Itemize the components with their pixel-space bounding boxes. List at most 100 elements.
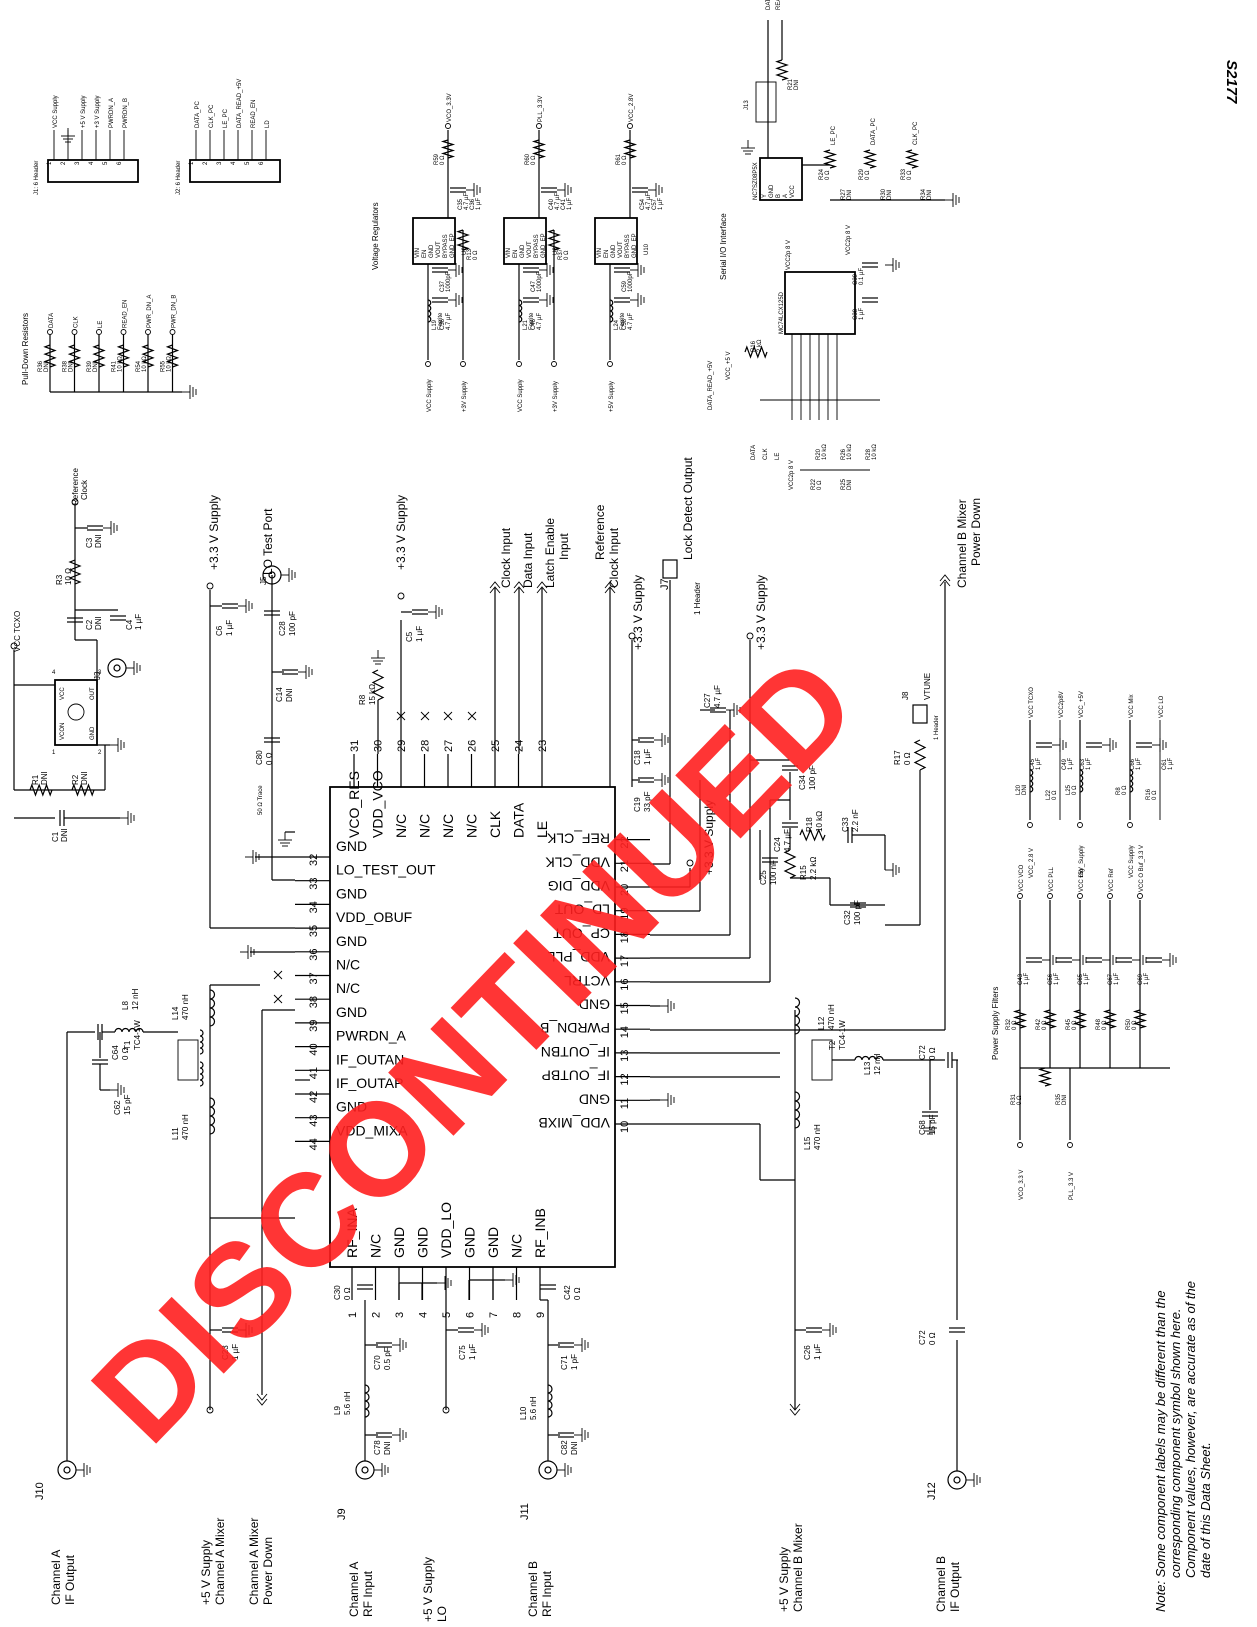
latch-enable-label-2: Input — [557, 533, 571, 560]
vtune-label: VTUNE — [923, 673, 932, 700]
filter-l2-val: 0 Ω — [1052, 790, 1058, 800]
regulator-cb-val: 1 µF — [476, 198, 482, 210]
regulator-r2-ref: R13 — [467, 248, 473, 260]
c70-ground-icon — [392, 1338, 407, 1352]
l9-inductor-icon — [364, 1384, 370, 1418]
vcc5-label: VCC_+5 V — [726, 351, 732, 380]
tcxo-oscillator — [54, 679, 98, 746]
pd-b-label-1: Channel B Mixer — [955, 499, 969, 588]
ic-pin-number: 8 — [512, 1312, 524, 1318]
header-pin-number: 1 — [47, 161, 53, 165]
regulator-ca-ref: C54 — [640, 198, 646, 210]
ic-pin-name: CLK — [487, 810, 503, 838]
regulator-pin: VIN — [506, 248, 512, 258]
regulator-pin: GND_EP — [450, 233, 456, 258]
regulator-r-val: 0 Ω — [531, 155, 537, 165]
no-connect-icon — [273, 994, 283, 1004]
c33-ref: C33 — [841, 817, 850, 832]
c23-val: 1 µF — [231, 1344, 240, 1360]
regulator-cb-val: 1 µF — [658, 198, 664, 210]
ic-pin-number: 9 — [535, 1312, 547, 1318]
l10-ref: L10 — [519, 1406, 528, 1420]
r15-resistor-icon — [783, 849, 797, 879]
l14-val: 470 nH — [181, 994, 190, 1020]
ref-clock-label-1: Reference — [593, 504, 607, 560]
ic-pin-number: 33 — [308, 877, 320, 889]
pulldown-net-label: CLK — [74, 316, 80, 328]
t1-coil-icon — [199, 1061, 204, 1087]
ic-pin-number: 44 — [308, 1138, 320, 1150]
r1-resistor-icon — [29, 783, 53, 797]
control-net-labels: Clock Input Data Input Latch Enable Inpu… — [207, 457, 983, 875]
c82-val: DNI — [570, 1441, 579, 1455]
header-pin-label: PWRDN_A — [109, 98, 115, 128]
regulator-pin: BYPASS — [534, 234, 540, 258]
regulator-ref: U10 — [644, 243, 650, 255]
ic-pin-number: 24 — [514, 740, 526, 752]
c26-val: 1 µF — [813, 1344, 822, 1360]
buffer-pin: Y — [762, 194, 768, 198]
ch-b-rf-label-2: RF Input — [540, 1570, 554, 1617]
j11-connector-icon — [544, 1466, 552, 1474]
pulldown-terminal-icon — [47, 329, 53, 335]
regulator-ground-icon — [539, 263, 554, 277]
regulator-ground-icon — [448, 263, 463, 277]
filter-r-val: 0 Ω — [1102, 1020, 1108, 1030]
r35-val: DNI — [1062, 1094, 1068, 1105]
l9-val: 5.6 nH — [343, 1391, 352, 1415]
ic-pin-number: 29 — [396, 740, 408, 752]
filter-l-val: DNI — [1022, 784, 1028, 795]
r33-ref: R33 — [901, 168, 907, 180]
c14-val: DNI — [285, 688, 294, 702]
l8-val: 12 nH — [131, 988, 140, 1010]
ic-pin-number: 30 — [373, 740, 385, 752]
sup-b-label-1: +5 V Supply — [777, 1547, 791, 1612]
ic-pins-rf-side: 1RF_INA2N/C3GND4GND5VDD_LO6GND7GND8N/C9R… — [344, 1202, 548, 1318]
t2-ref: T2 — [828, 1040, 837, 1050]
ic-pin-number: 34 — [308, 901, 320, 913]
j10-connector-icon — [63, 1466, 71, 1474]
header-pin-label: CLK_PC — [209, 104, 215, 128]
r30-ref: R30 — [881, 188, 887, 200]
c27-ref: C27 — [703, 693, 712, 708]
r8-ref: R8 — [358, 694, 367, 705]
filter-c-ref: C65 — [1078, 973, 1084, 985]
l14-inductor-icon — [209, 989, 216, 1027]
regulator-ca-val: 4.7 µF — [646, 193, 652, 210]
regulator-pin: GND_EP — [541, 233, 547, 258]
ic-pin-name: VDD_DIG — [548, 878, 610, 894]
c5-ground-icon — [428, 605, 443, 619]
c64-ref: C64 — [111, 1045, 120, 1060]
filter-r-ref: R32 — [1006, 1018, 1012, 1030]
j9-connector-icon — [361, 1466, 369, 1474]
filter-c-ref: C56 — [1048, 973, 1054, 985]
l11-ref: L11 — [171, 1127, 180, 1140]
regulator-out-label: VCC_2.8V — [629, 94, 635, 122]
ic-pin-number: 11 — [619, 1098, 631, 1109]
t1-val: TC4-1W — [133, 1020, 142, 1050]
regulator-l-ref: L21 — [523, 319, 529, 330]
j12-connector-icon — [947, 1470, 967, 1490]
header-pin-number: 5 — [103, 161, 109, 165]
c32-ref: C32 — [843, 910, 852, 925]
c14-ground-icon — [298, 665, 313, 679]
pulldown-ref: R41 — [112, 360, 118, 372]
regulator-aux-label: +3V Supply — [462, 381, 468, 412]
filter-right-out2: VCC LO — [1159, 695, 1165, 718]
pulldown-net-label: DATA — [49, 313, 55, 328]
r33-resistor-icon — [904, 149, 920, 169]
ref-clock-terminal-icon — [71, 498, 79, 506]
filter-ground-icon — [1102, 738, 1117, 752]
latch-enable-label-1: Latch Enable — [543, 518, 557, 588]
c28-val: 100 pF — [288, 611, 297, 636]
regulator-pin: VOUT — [527, 241, 533, 258]
c33-val: 2.2 nF — [851, 809, 860, 832]
tcxo-pin-2: 2 — [98, 750, 102, 756]
c18-val: 1 µF — [643, 749, 652, 765]
supply-33-clk-label: +3.3 V Supply — [702, 800, 716, 875]
tcxo-r1-ref: R1 — [31, 774, 40, 785]
ic-pin-number: 1 — [347, 1312, 359, 1318]
nc7sz08-buffer — [759, 157, 803, 201]
filter-out-label: VCC VCO — [1019, 864, 1025, 892]
header-pin-label: DATA_PC — [195, 101, 201, 128]
